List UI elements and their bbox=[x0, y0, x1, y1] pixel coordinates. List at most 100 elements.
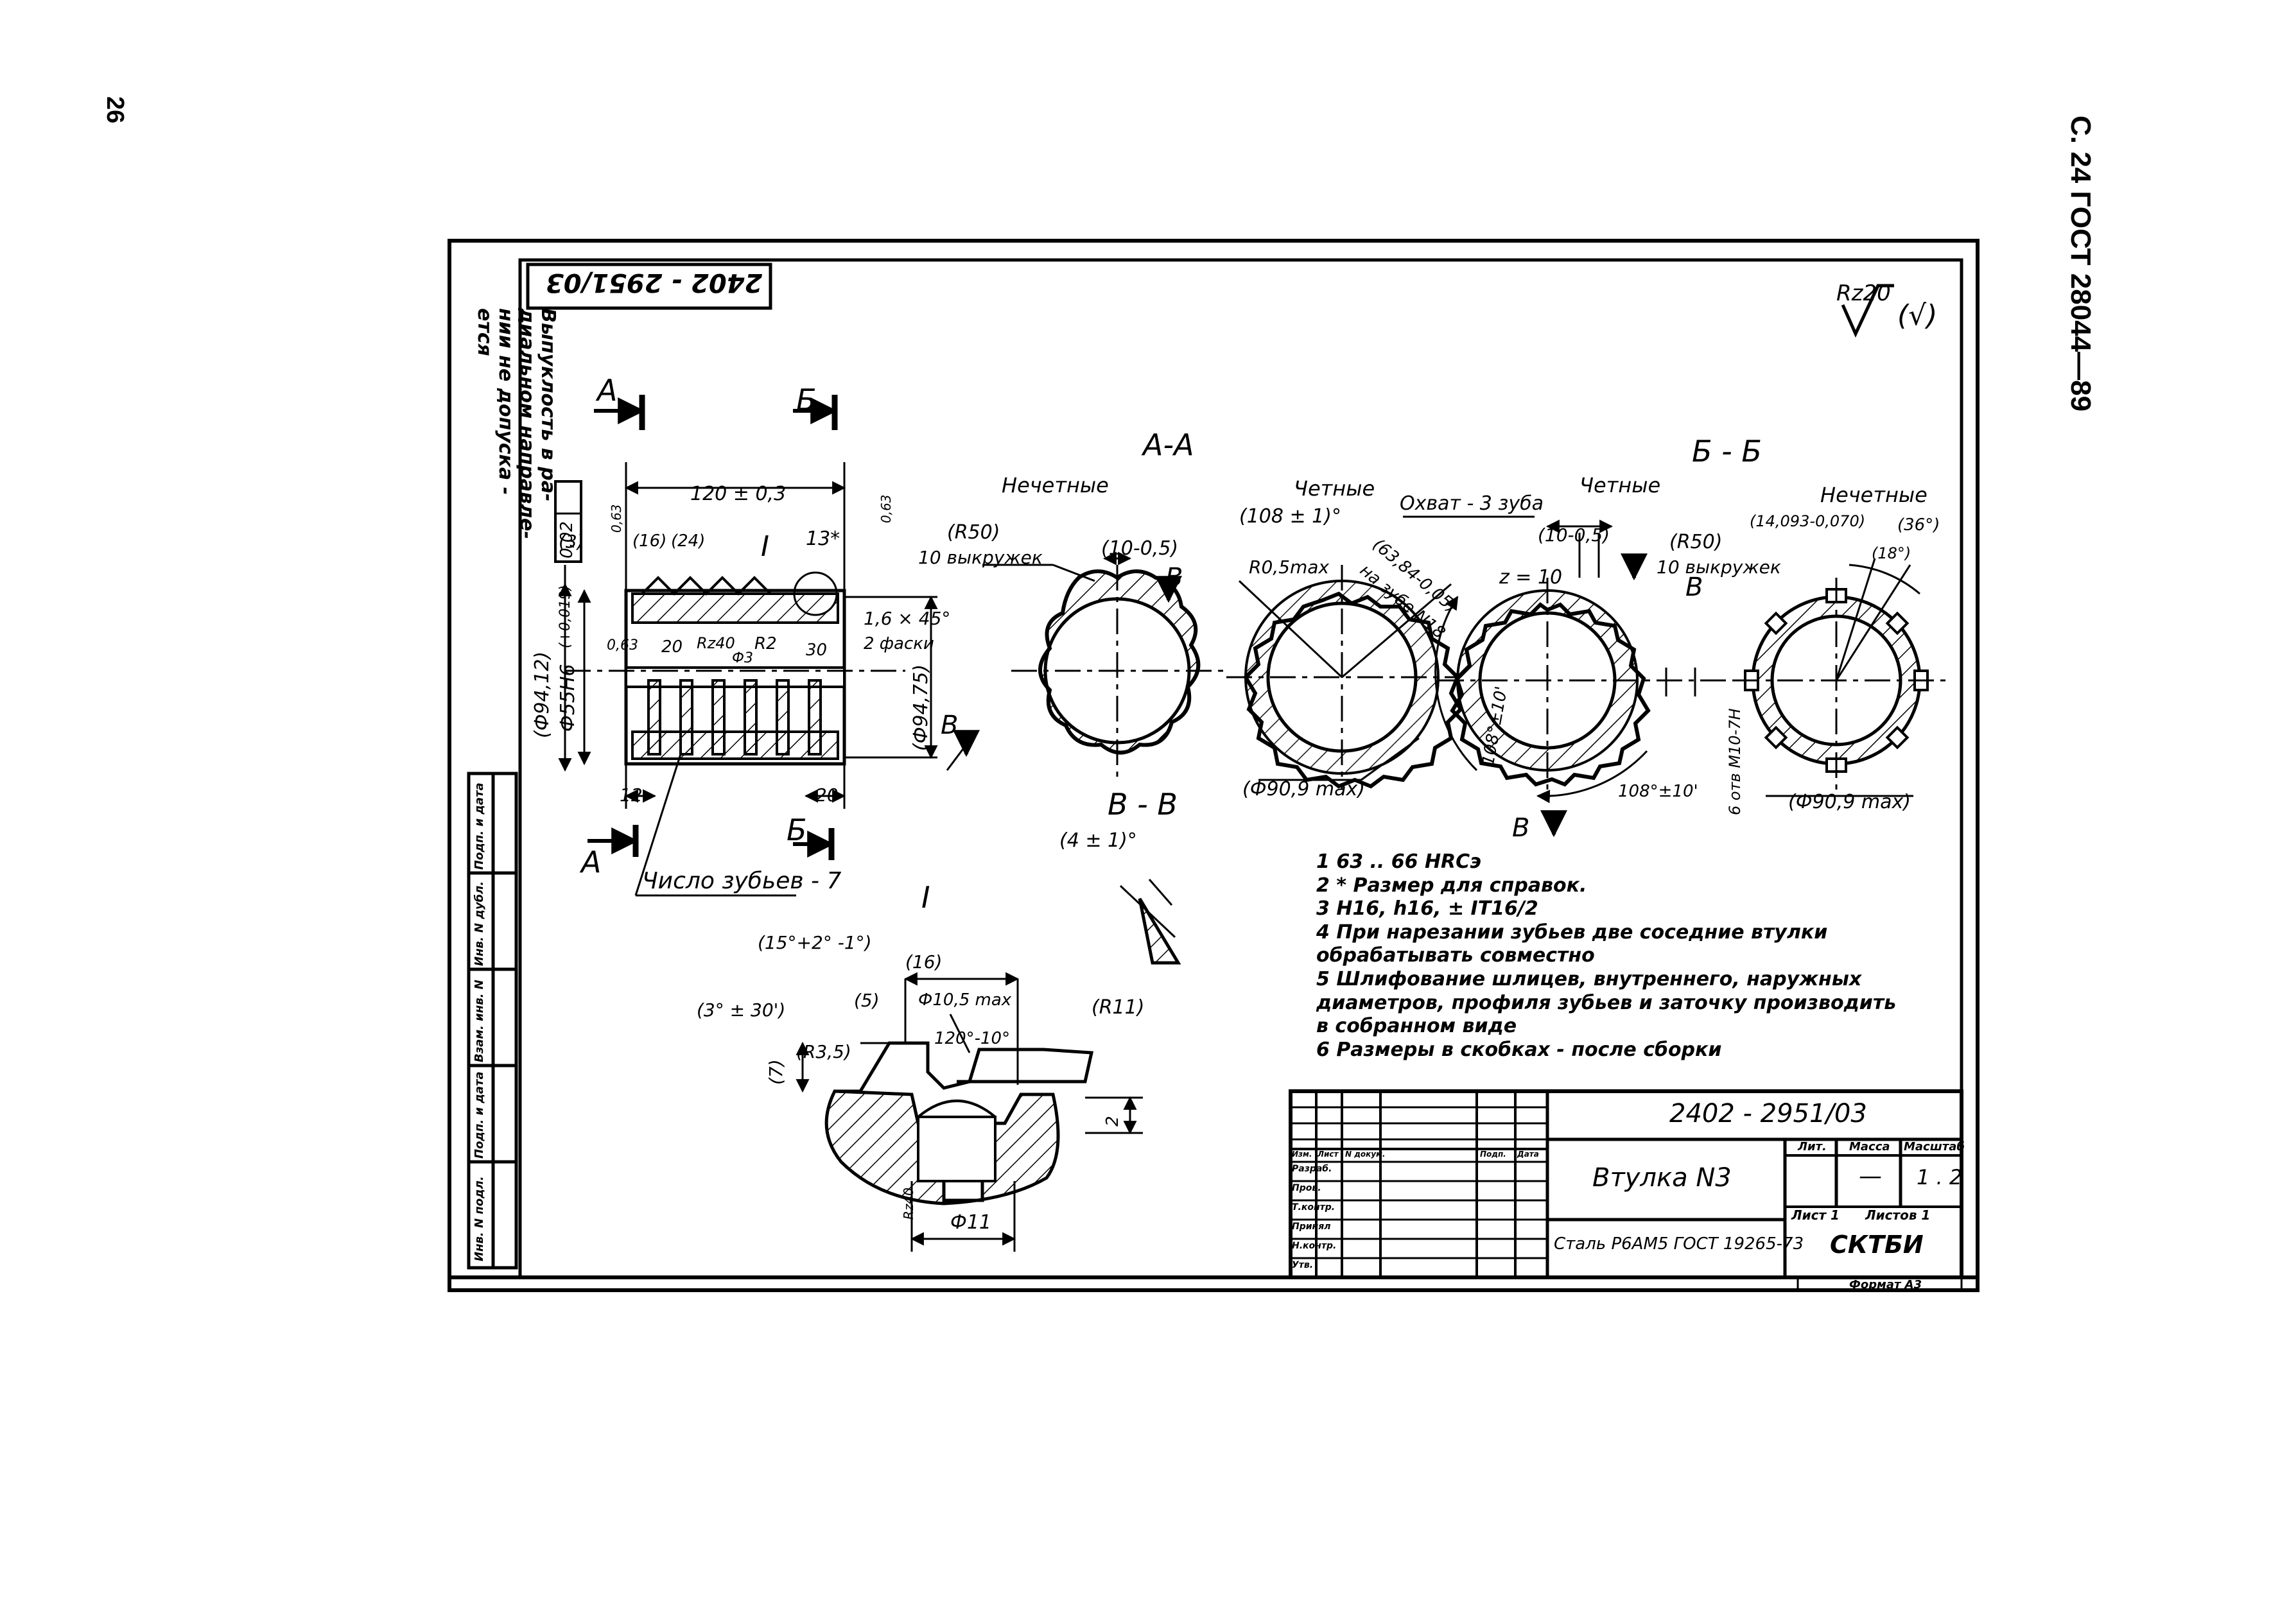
detail-i-d105: Ф10,5 max bbox=[918, 990, 1012, 1010]
section-mark-v-2: В bbox=[941, 711, 959, 740]
section-aa-cutouts: 10 выкружек bbox=[918, 547, 1043, 568]
detail-i-f11: Ф11 bbox=[950, 1211, 991, 1234]
title-sheet: Лист 1 bbox=[1791, 1207, 1840, 1223]
side-stamp-2: Подп. и дата bbox=[473, 1071, 486, 1159]
dim-chamfer-note: 2 фаски bbox=[864, 634, 934, 653]
title-material: Сталь Р6АМ5 ГОСТ 19265-73 bbox=[1554, 1234, 1804, 1254]
section-aa-r50: (R50) bbox=[947, 521, 1000, 544]
section-bb-18: (18°) bbox=[1872, 544, 1911, 562]
dim-d55: Ф55H6 bbox=[557, 664, 579, 732]
roughness-label: Rz20 bbox=[1836, 281, 1891, 306]
title-scale: Масштаб bbox=[1904, 1140, 1965, 1153]
section-even-view bbox=[1226, 515, 1535, 790]
section-aa-title: А-А bbox=[1143, 428, 1194, 462]
code-stamp: 2402 - 2951/03 bbox=[546, 268, 763, 297]
section-mark-a-top: А bbox=[597, 373, 618, 408]
section-vv-title: В - В bbox=[1108, 787, 1178, 822]
detail-i-ang3: (3° ± 30') bbox=[697, 999, 786, 1021]
detail-i-ang120: 120°-10° bbox=[934, 1029, 1011, 1048]
section-vv-angle: (4 ± 1)° bbox=[1059, 829, 1137, 852]
section-bb-z: z = 10 bbox=[1499, 566, 1563, 589]
section-bb-odd: Нечетные bbox=[1820, 483, 1927, 507]
section-mark-v-1: В bbox=[1165, 563, 1183, 592]
section-even-angle: (108 ± 1)° bbox=[1239, 505, 1341, 528]
section-bb-holes: 6 отв М10-7Н bbox=[1726, 708, 1744, 815]
dim-d94-12: (Ф94,12) bbox=[531, 651, 553, 738]
dim-3: (3) bbox=[559, 531, 584, 552]
dim-r063: 0,63 bbox=[607, 637, 638, 653]
section-aa-d10: (10-0,5) bbox=[1101, 537, 1179, 560]
title-scale-value: 1 . 2 bbox=[1917, 1165, 1963, 1189]
title-lit: Лит. bbox=[1798, 1140, 1827, 1153]
section-mark-v-4: В bbox=[1512, 813, 1530, 843]
section-mark-v-3: В bbox=[1685, 573, 1703, 602]
title-col-doc: N докум. bbox=[1345, 1150, 1386, 1159]
dim-d94-75: (Ф94,75) bbox=[910, 664, 932, 751]
technical-notes: 1 63 .. 66 HRCэ 2 * Размер для справок. … bbox=[1316, 851, 1896, 1062]
title-col-list: Лист bbox=[1318, 1150, 1339, 1159]
dim-d55-tol: (+0,019) bbox=[557, 585, 573, 648]
note-1: 1 63 .. 66 HRCэ bbox=[1316, 851, 1481, 873]
title-col-sign: Подп. bbox=[1480, 1150, 1506, 1159]
dim-20-bottom: 20 bbox=[815, 784, 839, 806]
section-even-d909: (Ф90,9 max) bbox=[1242, 778, 1365, 800]
note-5c: в собранном виде bbox=[1316, 1015, 1517, 1038]
note-4b: обрабатывать совместно bbox=[1316, 944, 1595, 967]
side-stamp bbox=[467, 772, 518, 1270]
detail-i-d2: 2 bbox=[1103, 1116, 1122, 1127]
title-designation: 2402 - 2951/03 bbox=[1669, 1099, 1867, 1128]
dim-chamfer: 1,6 × 45° bbox=[864, 608, 951, 629]
note-6: 6 Размеры в скобках - после сборки bbox=[1316, 1038, 1722, 1061]
section-markers bbox=[587, 395, 838, 860]
note-5b: диаметров, профиля зубьев и заточку прои… bbox=[1316, 991, 1897, 1014]
section-even-coverage: Охват - 3 зуба bbox=[1400, 492, 1544, 515]
title-format: Формат А3 bbox=[1849, 1278, 1922, 1291]
dim-length: 120 ± 0,3 bbox=[690, 483, 787, 505]
main-view bbox=[554, 462, 938, 897]
note-3: 3 H16, h16, ± IT16/2 bbox=[1316, 897, 1538, 920]
code-stamp-box bbox=[526, 263, 772, 310]
section-bb-cutouts: 10 выкружек bbox=[1657, 557, 1781, 578]
section-bb-angle2: 108°±10' bbox=[1618, 782, 1698, 801]
teeth-count-label: Число зубьев - 7 bbox=[642, 868, 842, 894]
note-5: 5 Шлифование шлицев, внутреннего, наружн… bbox=[1316, 967, 1862, 990]
title-sheets: Листов 1 bbox=[1865, 1207, 1931, 1223]
dim-24: (24) bbox=[671, 531, 706, 551]
detail-i-r35: (R3,5) bbox=[796, 1041, 851, 1062]
title-row-1: Разраб. bbox=[1292, 1164, 1332, 1174]
tolerance-runout: 0,02 bbox=[557, 521, 577, 558]
note-2: 2 * Размер для справок. bbox=[1316, 874, 1587, 897]
section-mark-b-bottom: Б bbox=[787, 813, 807, 847]
title-row-6: Утв. bbox=[1292, 1260, 1314, 1270]
title-row-3: Т.контр. bbox=[1292, 1202, 1336, 1213]
section-bb-36: (36°) bbox=[1897, 515, 1940, 535]
title-mass-value: — bbox=[1859, 1163, 1882, 1189]
section-mark-b-top: Б bbox=[796, 383, 817, 417]
section-bb-d10: (10-0,5) bbox=[1538, 524, 1610, 546]
roughness-general: (√) bbox=[1897, 299, 1938, 332]
dim-r063-right: 0,63 bbox=[878, 494, 894, 523]
detail-i-d5: (5) bbox=[854, 990, 880, 1011]
note-4: 4 При нарезании зубьев две соседние втул… bbox=[1316, 920, 1828, 944]
section-aa-label: Нечетные bbox=[1002, 473, 1109, 497]
detail-mark: I bbox=[761, 530, 769, 563]
detail-i-d16: (16) bbox=[905, 951, 943, 972]
section-mark-a-bottom: А bbox=[581, 845, 602, 879]
side-stamp-3: Взам. инв. N bbox=[473, 980, 486, 1062]
side-stamp-5: Подп. и дата bbox=[473, 782, 486, 870]
title-row-2: Пров. bbox=[1292, 1183, 1321, 1193]
detail-i-d7: (7) bbox=[765, 1059, 787, 1085]
section-bb-r50: (R50) bbox=[1669, 531, 1723, 553]
detail-i-view bbox=[796, 972, 1143, 1252]
side-stamp-1: Инв. N подл. bbox=[473, 1176, 486, 1261]
section-vv-view bbox=[1119, 879, 1181, 965]
title-col-izm: Изм. bbox=[1292, 1150, 1312, 1159]
detail-i-ang15: (15°+2° -1°) bbox=[758, 932, 872, 953]
section-aa-view bbox=[946, 551, 1223, 777]
dim-rz40: Rz40 bbox=[697, 634, 735, 652]
section-bb-view bbox=[1434, 519, 1734, 838]
dim-20: 20 bbox=[661, 637, 683, 657]
section-even-label: Четные bbox=[1294, 476, 1375, 501]
